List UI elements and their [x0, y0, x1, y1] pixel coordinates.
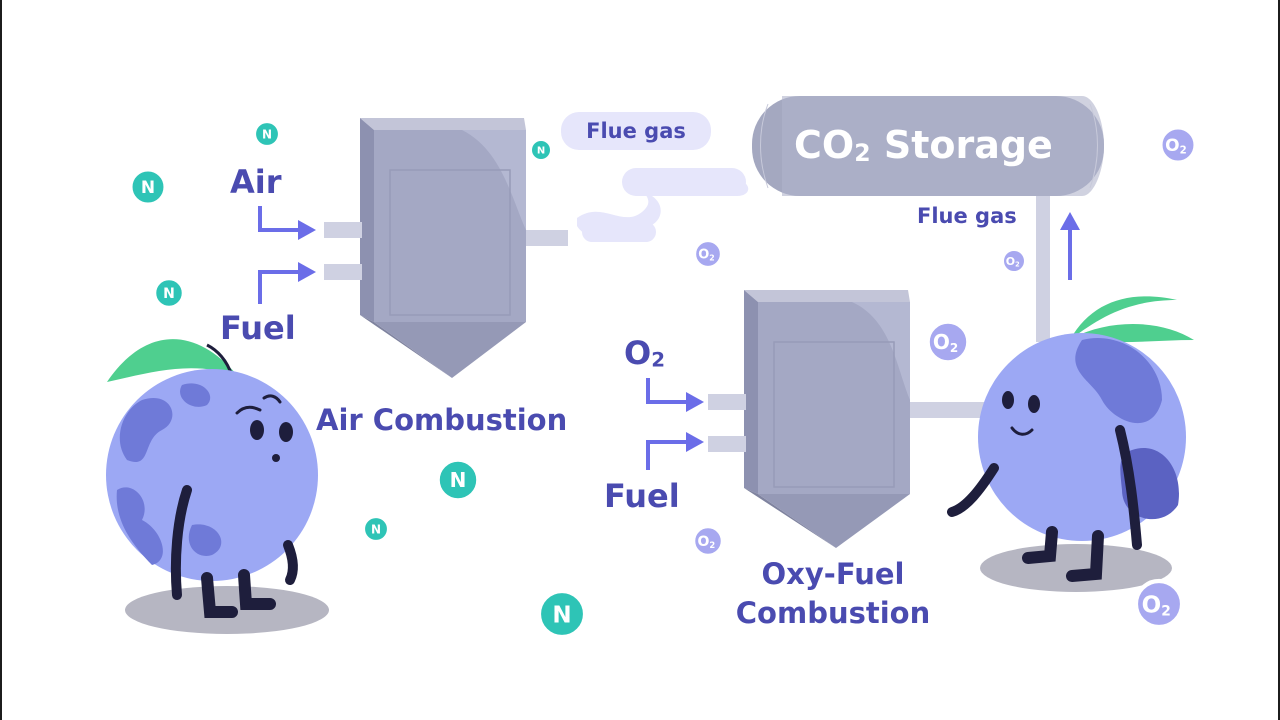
- o2-arrow-icon: [646, 378, 690, 404]
- nitrogen-molecule-icon: N: [536, 588, 588, 640]
- oxygen-molecule-icon: O2: [692, 525, 724, 557]
- flue-gas-top-label: Flue gas: [561, 112, 711, 150]
- co2-storage-main: CO: [794, 123, 855, 167]
- nitrogen-symbol: N: [262, 127, 272, 141]
- nitrogen-molecule-icon: N: [153, 277, 185, 309]
- co2-storage-label: CO2 Storage: [794, 126, 1053, 165]
- fuel-left-arrow-icon: [258, 270, 302, 304]
- input-arrows: [258, 206, 1072, 470]
- right-planet-character: [947, 296, 1194, 582]
- o2-label: O2: [624, 337, 665, 370]
- fuel-right-arrow-icon: [646, 440, 690, 470]
- oxy-fuel-furnace: [708, 290, 910, 548]
- oxygen-molecule-icon: O2: [1133, 578, 1185, 630]
- oxygen-molecule-icon: O2: [1002, 249, 1026, 273]
- nitrogen-symbol: N: [450, 468, 467, 492]
- oxygen-molecule-icon: O2: [693, 239, 723, 269]
- nitrogen-molecule-icon: N: [253, 120, 281, 148]
- pipes: [526, 192, 1050, 418]
- oxy-fuel-line1: Oxy-Fuel: [761, 557, 905, 591]
- nitrogen-symbol: N: [552, 602, 571, 628]
- o2-main: O: [624, 334, 652, 372]
- fuel-left-label: Fuel: [220, 309, 296, 347]
- nitrogen-molecule-icon: N: [436, 458, 480, 502]
- left-planet-character: [106, 339, 318, 618]
- nitrogen-molecule-icon: N: [129, 168, 167, 206]
- nitrogen-symbol: N: [371, 522, 381, 536]
- nitrogen-molecule-icon: N: [530, 139, 552, 161]
- air-combustion-furnace: [324, 118, 526, 378]
- smoke-cloud: [577, 168, 749, 242]
- nitrogen-symbol: N: [163, 286, 175, 302]
- fuel-right-label: Fuel: [604, 477, 680, 515]
- air-arrow-icon: [258, 206, 302, 232]
- arrowheads: [298, 212, 1080, 452]
- oxy-fuel-line2: Combustion: [735, 596, 931, 630]
- oxy-fuel-combustion-label: Oxy-Fuel Combustion: [728, 560, 938, 628]
- air-label: Air: [230, 163, 282, 201]
- oxygen-molecule-icon: O2: [926, 320, 970, 364]
- air-combustion-label: Air Combustion: [316, 403, 568, 437]
- flue-gas-right-label: Flue gas: [917, 204, 1017, 228]
- nitrogen-symbol: N: [141, 178, 155, 198]
- co2-storage-rest: Storage: [870, 123, 1053, 167]
- co2-storage-sub: 2: [854, 138, 871, 167]
- nitrogen-molecule-icon: N: [362, 515, 390, 543]
- o2-sub: 2: [651, 348, 665, 372]
- nitrogen-symbol: N: [537, 146, 545, 157]
- co2-storage-tank: [752, 96, 1104, 196]
- oxygen-molecule-icon: O2: [1159, 126, 1197, 164]
